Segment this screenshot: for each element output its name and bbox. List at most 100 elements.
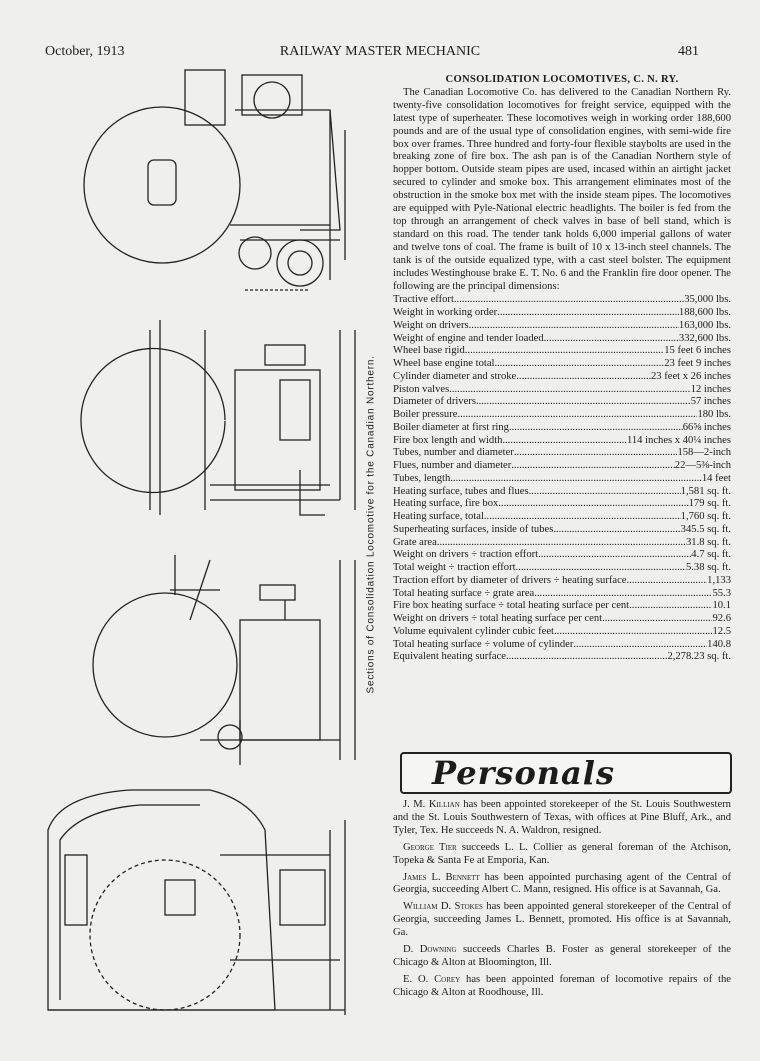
figure-caption: Sections of Consolidation Locomotive for… (365, 355, 377, 694)
dot-leader (457, 409, 697, 422)
dimension-label: Piston valves (393, 383, 450, 395)
dimension-label: Heating surface, total (393, 511, 484, 523)
article-title: CONSOLIDATION LOCOMOTIVES, C. N. RY. (445, 74, 679, 85)
dimension-value: 140.8 (707, 638, 731, 650)
dimension-value: 23 feet x 26 inches (650, 370, 731, 382)
dimension-row: Flues, number and diameter22—5⅜-inch (393, 460, 731, 473)
dimension-row: Fire box length and width114 inches x 40… (393, 435, 731, 448)
article-body: The Canadian Locomotive Co. has delivere… (393, 86, 731, 292)
person-name: D. Downing (403, 944, 457, 956)
dimension-row: Total heating surface ÷ volume of cylind… (393, 639, 731, 652)
dimension-label: Flues, number and diameter (393, 460, 512, 472)
dimension-value: 14 feet (701, 472, 731, 484)
dimension-row: Weight on drivers163,000 lbs. (393, 320, 731, 333)
dimension-value: 1,133 (707, 574, 731, 586)
dimension-row: Cylinder diameter and stroke23 feet x 26… (393, 371, 731, 384)
dot-leader (509, 422, 683, 435)
dimension-label: Heating surface, tubes and flues (393, 485, 529, 497)
dot-leader (554, 626, 712, 639)
dot-leader (573, 639, 707, 652)
dot-leader (538, 549, 691, 562)
dimension-row: Equivalent heating surface 2,278.23 sq. f… (393, 651, 731, 664)
dimension-row: Weight on drivers ÷ traction effort 4.7 s… (393, 549, 731, 562)
dimension-row: Wheel base rigid 15 feet 6 inches (393, 345, 731, 358)
locomotive-section-drawings (47, 69, 356, 1015)
personals-section: J. M. Killian has been appointed storeke… (393, 799, 731, 1004)
personal-item: George Tier succeeds L. L. Collier as ge… (393, 842, 731, 868)
dimension-row: Tubes, number and diameter158—2-inch (393, 447, 731, 460)
dimension-label: Tubes, length (393, 472, 451, 484)
dimension-row: Traction effort by diameter of drivers ÷… (393, 575, 731, 588)
dimension-value: 57 inches (690, 396, 731, 408)
dimension-row: Wheel base engine total23 feet 9 inches (393, 358, 731, 371)
issue-date: October, 1913 (45, 44, 125, 59)
personal-item: E. O. Corey has been appointed foreman o… (393, 974, 731, 1000)
dot-leader (498, 498, 688, 511)
dimension-label: Total heating surface ÷ grate area (393, 587, 535, 599)
dimension-row: Boiler diameter at first ring 66⅝ inches (393, 422, 731, 435)
dimension-label: Boiler diameter at first ring (393, 421, 509, 433)
dimension-row: Total weight ÷ traction effort5.38 sq. f… (393, 562, 731, 575)
personal-item: J. M. Killian has been appointed storeke… (393, 799, 731, 838)
dimension-value: 15 feet 6 inches (664, 345, 731, 357)
dimension-label: Fire box heating surface ÷ total heating… (393, 600, 630, 612)
dimension-value: 5.38 sq. ft. (685, 562, 731, 574)
dimension-label: Diameter of drivers (393, 396, 476, 408)
dimension-value: 31.8 sq. ft. (685, 536, 731, 548)
dimension-value: 66⅝ inches (682, 421, 731, 433)
personal-item: D. Downing succeeds Charles B. Foster as… (393, 944, 731, 970)
dot-leader (602, 613, 712, 626)
dot-leader (506, 651, 667, 664)
dot-leader (516, 371, 651, 384)
personal-text: succeeds L. L. Collier as general forema… (393, 841, 731, 866)
personal-item: William D. Stokes has been appointed gen… (393, 901, 731, 940)
dimension-row: Total heating surface ÷ grate area 55.3 (393, 588, 731, 601)
dot-leader (544, 333, 679, 346)
dot-leader (534, 588, 712, 601)
dimension-value: 345.5 sq. ft. (680, 523, 731, 535)
dimension-label: Boiler pressure (393, 409, 458, 421)
person-name: George Tier (403, 841, 457, 853)
dimension-value: 4.7 sq. ft. (691, 549, 731, 561)
dot-leader (450, 473, 702, 486)
person-name: E. O. Corey (403, 973, 461, 985)
dimension-label: Weight on drivers ÷ traction effort (393, 549, 539, 561)
dimension-label: Wheel base rigid (393, 345, 465, 357)
dot-leader (629, 600, 712, 613)
dimension-value: 55.3 (712, 587, 731, 599)
dimension-label: Traction effort by diameter of drivers ÷… (393, 574, 627, 586)
dimension-value: 35,000 lbs. (684, 294, 731, 306)
dimension-label: Equivalent heating surface (393, 651, 506, 663)
dot-leader (627, 575, 708, 588)
dot-leader (449, 384, 690, 397)
dimension-label: Total heating surface ÷ volume of cylind… (393, 638, 574, 650)
dimension-value: 332,600 lbs. (678, 332, 731, 344)
dimensions-table: Tractive effort 35,000 lbs.Weight in work… (393, 294, 731, 664)
dimension-label: Tractive effort (393, 294, 454, 306)
dimension-label: Heating surface, fire box (393, 498, 499, 510)
dot-leader (553, 524, 680, 537)
dimension-value: 12 inches (690, 383, 731, 395)
dimension-value: 92.6 (712, 613, 731, 625)
journal-title: RAILWAY MASTER MECHANIC (279, 44, 481, 59)
dimension-row: Tractive effort 35,000 lbs. (393, 294, 731, 307)
dimension-row: Heating surface, total1,760 sq. ft. (393, 511, 731, 524)
dimension-value: 180 lbs. (697, 409, 731, 421)
dot-leader (437, 537, 686, 550)
dimension-value: 1,581 sq. ft. (680, 485, 731, 497)
dimension-row: Weight of engine and tender loaded332,60… (393, 333, 731, 346)
personal-text: has been appointed general storekeeper o… (393, 901, 731, 939)
dot-leader (497, 307, 679, 320)
dimension-row: Grate area 31.8 sq. ft. (393, 537, 731, 550)
firebox-section-drawing (92, 555, 356, 765)
person-name: James L. Bennett (403, 871, 480, 883)
dot-leader (494, 358, 664, 371)
dimension-value: 2,278.23 sq. ft. (667, 651, 731, 663)
dimension-value: 10.1 (712, 600, 731, 612)
dimension-label: Grate area (393, 536, 437, 548)
dot-leader (484, 511, 681, 524)
personal-text: succeeds Charles B. Foster as general st… (393, 944, 731, 968)
dot-leader (529, 486, 681, 499)
front-end-elevation-drawing (83, 69, 346, 291)
